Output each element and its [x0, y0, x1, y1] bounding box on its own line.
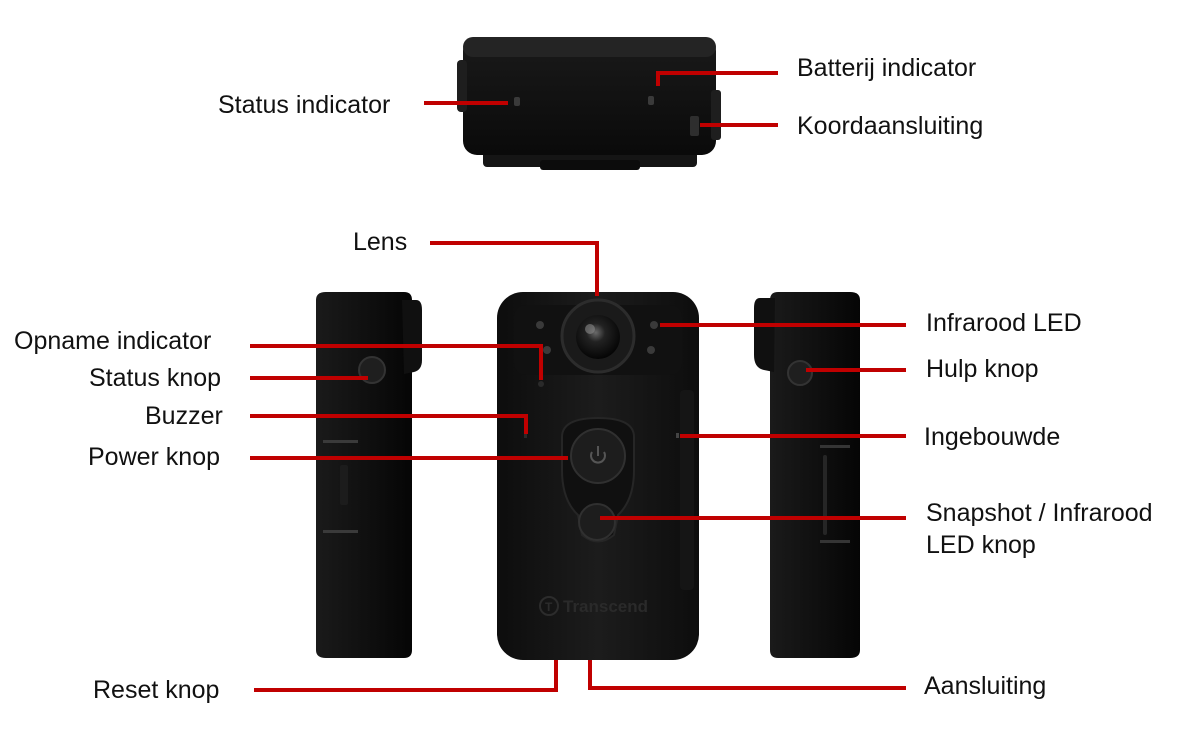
label-hulp-knop: Hulp knop: [926, 355, 1039, 383]
leader-lines: [250, 71, 906, 692]
label-snapshot-line2: LED knop: [926, 531, 1036, 559]
camera-top-view: [457, 37, 721, 170]
snapshot-button[interactable]: [578, 503, 616, 541]
lanyard-slot: [690, 116, 699, 136]
label-ingebouwde: Ingebouwde: [924, 423, 1061, 451]
label-status-indicator: Status indicator: [218, 91, 391, 119]
camera-right-side-view: [754, 292, 860, 658]
camera-left-side-view: [316, 292, 422, 658]
ir-led-top-right: [650, 321, 658, 329]
label-reset-knop: Reset knop: [93, 676, 220, 704]
leader-lens: [430, 241, 599, 296]
label-lens: Lens: [353, 228, 408, 256]
label-opname-indicator: Opname indicator: [14, 327, 212, 355]
status-indicator-led-top: [514, 97, 520, 106]
label-aansluiting: Aansluiting: [924, 672, 1047, 700]
label-infrarood-led: Infrarood LED: [926, 309, 1082, 337]
label-snapshot-infrarood-led-knop: Snapshot / Infrarood LED knop: [926, 497, 1153, 561]
label-batterij-indicator: Batterij indicator: [797, 54, 977, 82]
leader-buzzer: [250, 414, 528, 434]
power-icon: [590, 446, 606, 464]
label-status-knop: Status knop: [89, 364, 222, 392]
ir-led-bottom-right: [647, 346, 655, 354]
leader-batterij-indicator: [656, 71, 778, 86]
battery-indicator-led: [648, 96, 654, 105]
brand-logo: Transcend: [563, 597, 648, 616]
label-koordaansluiting: Koordaansluiting: [797, 112, 984, 140]
transcend-logo-icon: T: [539, 596, 559, 616]
leader-reset-knop: [254, 660, 558, 692]
svg-text:T: T: [545, 600, 553, 614]
help-button[interactable]: [787, 360, 813, 386]
camera-front-view: T Transcend: [497, 292, 699, 660]
recording-indicator-led: [538, 381, 544, 387]
label-snapshot-line1: Snapshot / Infrarood: [926, 499, 1153, 527]
ir-led-top-left: [536, 321, 544, 329]
ir-led-bottom-left: [543, 346, 551, 354]
label-power-knop: Power knop: [88, 443, 221, 471]
label-buzzer: Buzzer: [145, 402, 223, 430]
microphone-hole: [676, 433, 679, 438]
leader-opname-indicator: [250, 344, 543, 380]
leader-aansluiting: [588, 660, 906, 690]
